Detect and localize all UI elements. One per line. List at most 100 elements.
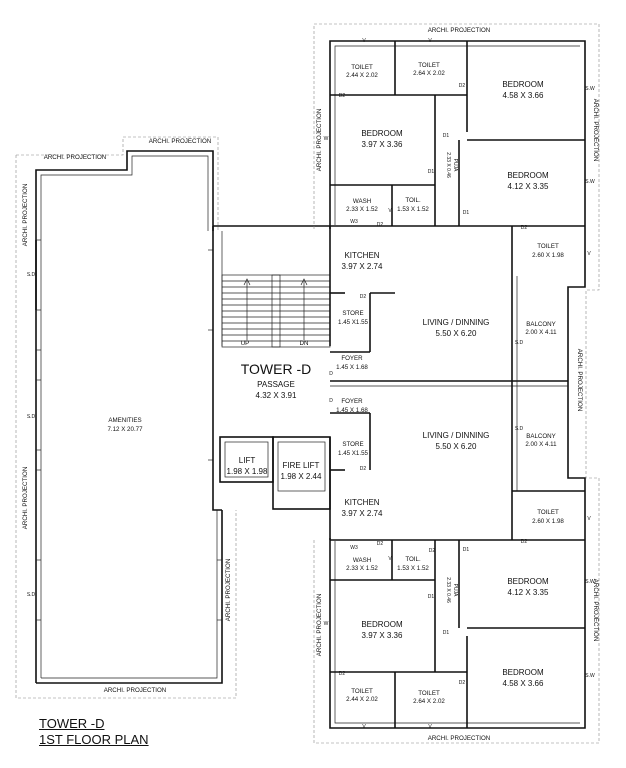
room-size: 4.12 X 3.35 <box>508 588 549 597</box>
mark-d2: D2 <box>459 680 466 686</box>
archi-projection-amenities-left2: ARCHI. PROJECTION <box>22 467 29 530</box>
archi-projection-left-top: ARCHI. PROJECTION <box>316 109 323 172</box>
core-block: UP DN TOWER -D PASSAGE 4.32 X 3.91 LIFT … <box>212 225 331 511</box>
room-name: WASH <box>353 557 371 564</box>
room-size: 2.44 X 2.02 <box>346 696 378 703</box>
mark-d1: D1 <box>463 210 470 216</box>
archi-projection-bottom: ARCHI. PROJECTION <box>428 735 491 742</box>
room-size: 1.53 X 1.52 <box>397 206 429 213</box>
room-name: LIVING / DINNING <box>423 318 490 327</box>
room-name: TOILET <box>351 64 373 71</box>
room-size: 3.97 X 3.36 <box>362 631 403 640</box>
mark-v: V <box>388 208 392 214</box>
mark-d1: D1 <box>463 547 470 553</box>
room-size: 1.53 X 1.52 <box>397 565 429 572</box>
mark-sw: S.W <box>585 179 595 185</box>
room-name: FOYER <box>341 398 363 405</box>
room-name: KITCHEN <box>344 498 379 507</box>
passage-size: 4.32 X 3.91 <box>256 391 297 400</box>
mark-d2: D2 <box>521 539 528 545</box>
room-size: 5.50 X 6.20 <box>436 442 477 451</box>
room-name: STORE <box>342 441 363 448</box>
room-size: 1.45 X1.55 <box>338 450 368 457</box>
room-name: WASH <box>353 198 371 205</box>
room-size: 2.64 X 2.02 <box>413 698 445 705</box>
sd-mark-3: S.D <box>27 592 36 598</box>
room-size: 3.97 X 2.74 <box>342 262 383 271</box>
mark-sw: S.W <box>585 86 595 92</box>
mark-v: V <box>362 38 366 44</box>
mark-v: V <box>362 724 366 730</box>
room-size: 2.33 X 1.52 <box>346 565 378 572</box>
top-flat-walls <box>330 41 585 353</box>
room-size: 4.58 X 3.66 <box>503 91 544 100</box>
tower-label: TOWER -D <box>241 361 312 377</box>
staircase <box>221 274 331 348</box>
mark-v: V <box>388 556 392 562</box>
mark-w3: W3 <box>350 545 358 551</box>
room-name: BALCONY <box>526 321 556 328</box>
flat-projection-labels: ARCHI. PROJECTION ARCHI. PROJECTION ARCH… <box>316 27 599 742</box>
mark-d1: D1 <box>443 133 450 139</box>
room-name: TOILET <box>351 688 373 695</box>
mark-d2: D2 <box>521 225 528 231</box>
mark-sw: S.W <box>585 673 595 679</box>
room-name: LIVING / DINNING <box>423 431 490 440</box>
mark-sw: S.W <box>585 579 595 585</box>
archi-projection-right-top: ARCHI. PROJECTION <box>592 99 599 162</box>
mark-d2: D2 <box>360 466 367 472</box>
room-size: 1.45 X 1.68 <box>336 364 368 371</box>
room-name: TOILET <box>537 243 559 250</box>
room-name: BALCONY <box>526 433 556 440</box>
room-size: 2.33 X 0.46 <box>445 577 451 603</box>
archi-projection-right-mid: ARCHI. PROJECTION <box>576 349 583 412</box>
room-name: PUJA <box>452 159 458 172</box>
plan-title: TOWER -D 1ST FLOOR PLAN <box>39 716 149 748</box>
mark-d2: D2 <box>377 541 384 547</box>
room-size: 1.45 X 1.68 <box>336 407 368 414</box>
room-name: BEDROOM <box>361 620 403 629</box>
sd-mark-2: S.D <box>27 414 36 420</box>
archi-projection-amenities-top: ARCHI. PROJECTION <box>44 154 107 161</box>
plan-title-line1: TOWER -D <box>39 716 105 731</box>
archi-projection-top: ARCHI. PROJECTION <box>428 27 491 34</box>
sd-mark-1: S.D <box>27 272 36 278</box>
mark-d2: D2 <box>377 222 384 228</box>
amenities-size: 7.12 X 20.77 <box>107 426 143 433</box>
bottom-flat-walls <box>330 412 585 728</box>
archi-projection-right-bottom: ARCHI. PROJECTION <box>592 579 599 642</box>
mark-v: V <box>587 251 591 257</box>
mark-d2: D2 <box>339 93 346 99</box>
room-name: STORE <box>342 310 363 317</box>
room-name: FOYER <box>341 355 363 362</box>
room-size: 2.00 X 4.11 <box>525 329 557 336</box>
room-name: TOILET <box>418 690 440 697</box>
mark-d1: D1 <box>428 169 435 175</box>
room-size: 2.00 X 4.11 <box>525 441 557 448</box>
stair-dn-label: DN <box>300 340 309 347</box>
room-name: BEDROOM <box>502 668 544 677</box>
room-name: PUJA <box>452 584 458 597</box>
plan-title-line2: 1ST FLOOR PLAN <box>39 732 149 747</box>
room-name: BEDROOM <box>502 80 544 89</box>
mark-v: V <box>428 38 432 44</box>
lift-size: 1.98 X 1.98 <box>227 467 268 476</box>
room-size: 4.12 X 3.35 <box>508 182 549 191</box>
mark-v: V <box>587 516 591 522</box>
room-name: TOIL. <box>405 197 421 204</box>
stair-up-label: UP <box>241 340 250 347</box>
room-name: BEDROOM <box>507 171 549 180</box>
room-name: BEDROOM <box>507 577 549 586</box>
room-name: TOILET <box>537 509 559 516</box>
flats-outline <box>313 23 600 744</box>
room-size: 3.97 X 2.74 <box>342 509 383 518</box>
amenities-name: AMENITIES <box>108 417 141 424</box>
mark-d2: D2 <box>459 83 466 89</box>
mark-d2: D2 <box>360 294 367 300</box>
archi-projection-amenities-left: ARCHI. PROJECTION <box>22 184 29 247</box>
lift: LIFT 1.98 X 1.98 <box>219 436 274 483</box>
mark-d: D <box>329 398 333 404</box>
archi-projection-amenities-right: ARCHI. PROJECTION <box>225 559 232 622</box>
room-labels: TOILET 2.44 X 2.02 TOILET 2.64 X 2.02 BE… <box>336 62 564 705</box>
passage-label: PASSAGE <box>257 380 295 389</box>
